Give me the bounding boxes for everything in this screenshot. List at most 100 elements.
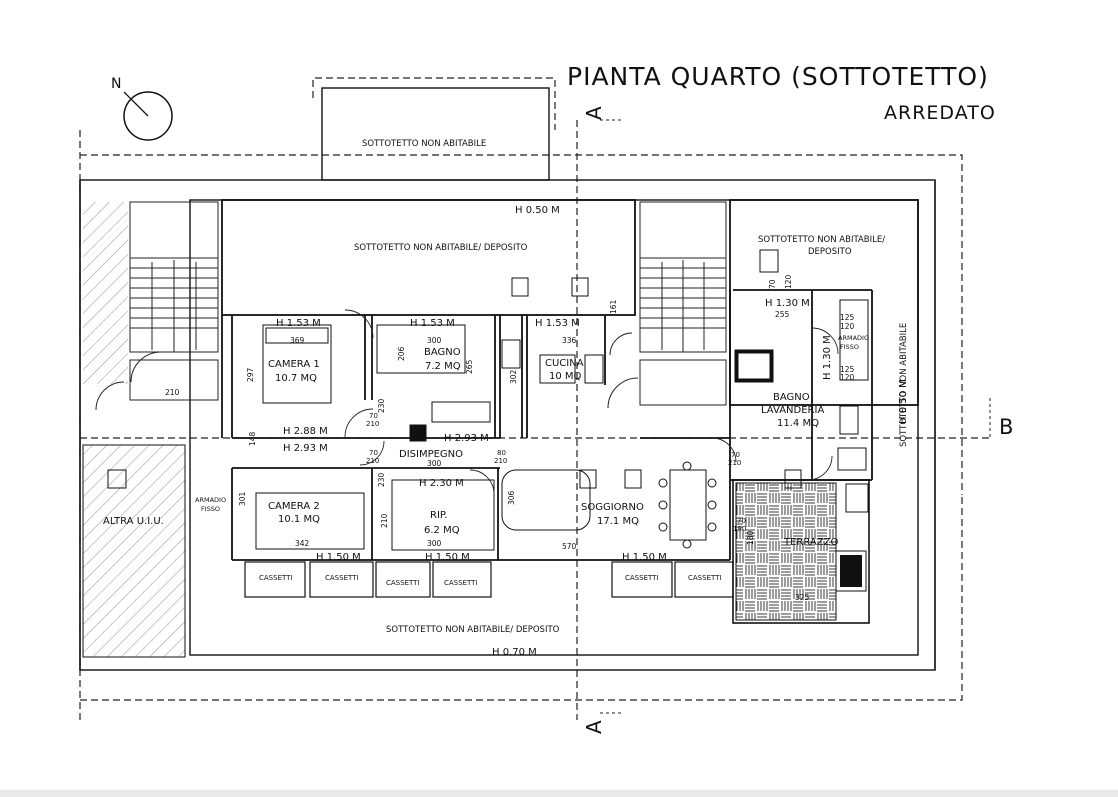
attic-bottom-label: SOTTOTETTO NON ABITABILE/ DEPOSITO <box>386 625 560 635</box>
page-bottom-bar <box>0 790 1118 797</box>
height-150-a: H 1.50 M <box>316 552 361 563</box>
door1-height: 210 <box>366 420 379 428</box>
wardrobe-left-label-1: ARMADIO <box>195 496 226 504</box>
dim-369: 369 <box>290 336 305 345</box>
dim-206: 206 <box>397 346 406 361</box>
height-070: H 0.70 M <box>492 647 537 658</box>
door1-width: 70 <box>369 412 378 420</box>
dim-70-a: 70 <box>768 279 777 289</box>
rip-name: RIP. <box>430 510 448 521</box>
attic-main-label: SOTTOTETTO NON ABITABILE/ DEPOSITO <box>354 243 528 253</box>
bagno-lav-name-1: BAGNO <box>773 392 810 403</box>
outer-walls <box>79 87 936 671</box>
height-293-a: H 2.93 M <box>283 443 328 454</box>
camera2-area: 10.1 MQ <box>278 514 320 525</box>
interior-walls <box>221 199 919 561</box>
stair-right <box>607 201 727 409</box>
roof-outline <box>79 77 990 720</box>
attic-right-label-1: SOTTOTETTO NON ABITABILE/ <box>758 235 885 245</box>
attic-labels: SOTTOTETTO NON ABITABILE SOTTOTETTO NON … <box>103 139 909 635</box>
door2-width: 70 <box>369 449 378 457</box>
dim-300-b: 300 <box>427 459 442 468</box>
height-230: H 2.30 M <box>419 478 464 489</box>
cucina-name: CUCINA <box>545 358 584 369</box>
attic-top-label: SOTTOTETTO NON ABITABILE <box>362 139 486 149</box>
other-unit-label: ALTRA U.I.U. <box>103 516 164 527</box>
terrace-parquet <box>735 482 837 621</box>
door5-width: 70 <box>737 517 746 525</box>
dim-210: 210 <box>165 388 180 397</box>
dim-325: 325 <box>795 593 810 602</box>
north-compass: N <box>111 76 173 141</box>
terrace-sink <box>845 483 869 513</box>
height-150-c: H 1.50 M <box>622 552 667 563</box>
camera2-name: CAMERA 2 <box>268 501 320 512</box>
height-labels: H 0.50 M H 0.50 M H 0.70 M H 1.53 M H 1.… <box>276 205 909 658</box>
other-unit-hatch <box>82 444 186 658</box>
terrace-bbq <box>835 550 867 592</box>
dim-570: 570 <box>562 542 577 551</box>
dim-336: 336 <box>562 336 577 345</box>
bagno-area: 7.2 MQ <box>425 361 461 372</box>
furniture <box>107 249 869 551</box>
height-150-b: H 1.50 M <box>425 552 470 563</box>
height-153-cucina: H 1.53 M <box>535 318 580 329</box>
drawing-title: PIANTA QUARTO (SOTTOTETTO) <box>567 62 989 91</box>
dim-302: 302 <box>509 369 518 384</box>
height-130-vertical: H 1.30 M <box>822 335 833 380</box>
soggiorno-area: 17.1 MQ <box>597 516 639 527</box>
height-288: H 2.88 M <box>283 426 328 437</box>
terrace-bbq-top <box>840 555 862 587</box>
room-labels: CAMERA 1 10.7 MQ BAGNO 7.2 MQ CUCINA 10 … <box>268 347 838 548</box>
door3-height: 210 <box>494 457 507 465</box>
height-153-bagno: H 1.53 M <box>410 318 455 329</box>
door4-width: 70 <box>731 451 740 459</box>
bagno-name: BAGNO <box>424 347 461 358</box>
drawer-label: CASSETTI <box>688 574 721 582</box>
height-130-lav: H 1.30 M <box>765 298 810 309</box>
dim-180: 180 <box>746 530 755 545</box>
height-050-right: H 0.50 M <box>898 379 909 424</box>
dim-342: 342 <box>295 539 310 548</box>
door3-width: 80 <box>497 449 506 457</box>
drawing-subtitle: ARREDATO <box>884 102 996 124</box>
disimpegno-name: DISIMPEGNO <box>399 449 463 460</box>
dim-120-c: 120 <box>784 274 793 289</box>
door-swings <box>344 309 839 495</box>
dim-230-a: 230 <box>377 398 386 413</box>
dim-210-b: 210 <box>380 513 389 528</box>
dim-125-a: 125 <box>840 313 855 322</box>
section-marker-b: B <box>989 398 1013 439</box>
rip-area: 6.2 MQ <box>424 525 460 536</box>
drawer-label: CASSETTI <box>625 574 658 582</box>
section-marker-a-top: A <box>582 106 622 121</box>
height-050-top: H 0.50 M <box>515 205 560 216</box>
dim-300-c: 300 <box>427 539 442 548</box>
terrazzo-name: TERRAZZO <box>783 537 838 548</box>
dim-301: 301 <box>238 491 247 506</box>
drawer-labels: CASSETTI CASSETTI CASSETTI CASSETTI CASS… <box>259 574 721 587</box>
wardrobe-right-label-1: ARMADIO <box>838 334 869 342</box>
dim-148: 148 <box>248 431 257 446</box>
attic-vertical-label: SOTTOTETTO NON ABITABILE <box>899 323 909 447</box>
height-153-camera: H 1.53 M <box>276 318 321 329</box>
dim-300-a: 300 <box>427 336 442 345</box>
dim-297: 297 <box>246 367 255 382</box>
dim-125-b: 125 <box>840 365 855 374</box>
dim-230-b: 230 <box>377 472 386 487</box>
door-labels: 70 210 70 210 80 210 70 210 70 180 <box>366 412 746 533</box>
drawer-label: CASSETTI <box>325 574 358 582</box>
section-a-top-label: A <box>582 106 606 120</box>
bagno-lav-name-2: LAVANDERIA <box>761 405 824 416</box>
soggiorno-name: SOGGIORNO <box>581 502 644 513</box>
dim-120-b: 120 <box>840 373 855 382</box>
camera1-name: CAMERA 1 <box>268 359 320 370</box>
section-b-label: B <box>999 415 1013 439</box>
dimension-labels: 369 300 336 255 210 297 206 265 302 300 … <box>165 274 855 602</box>
wardrobe-left-label-2: FISSO <box>201 505 220 513</box>
wardrobe-right-label-2: FISSO <box>840 343 859 351</box>
door2-height: 210 <box>366 457 379 465</box>
section-a-bottom-label: A <box>582 720 606 734</box>
camera1-area: 10.7 MQ <box>275 373 317 384</box>
